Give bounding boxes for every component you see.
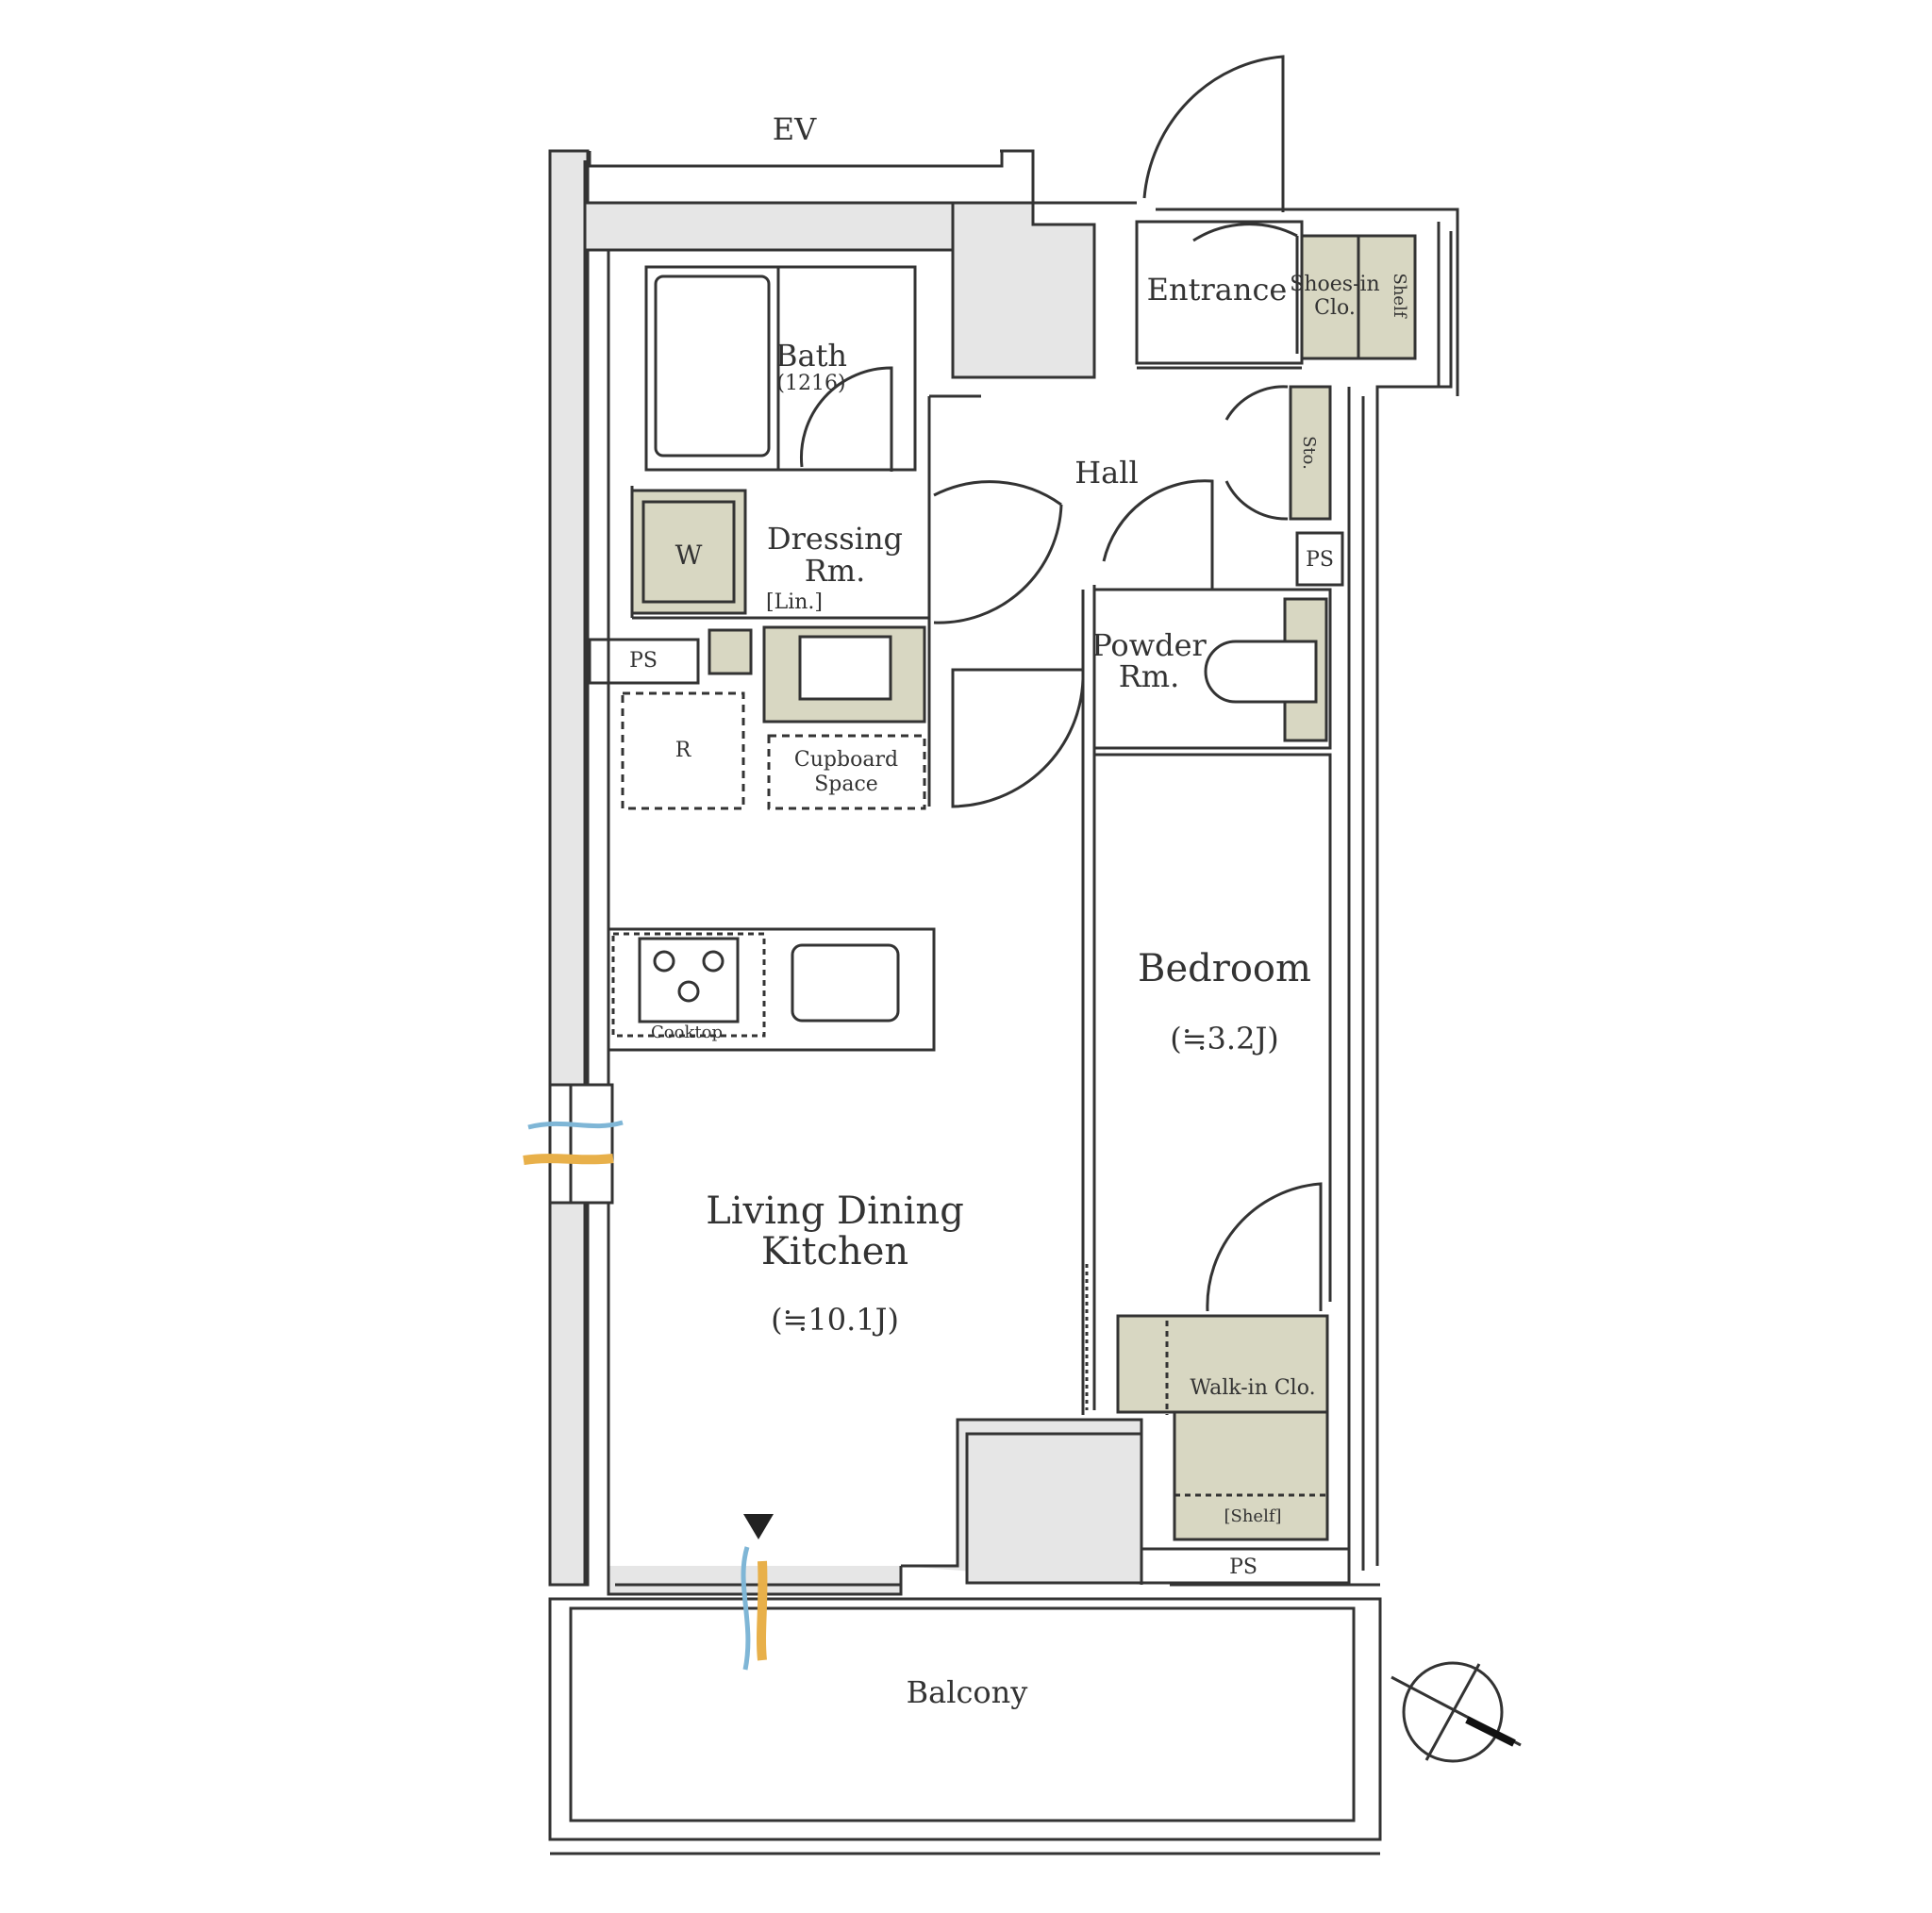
label-sto: Sto. bbox=[1299, 436, 1319, 470]
doors bbox=[615, 55, 1323, 1596]
label-shelf-bottom: [Shelf] bbox=[1224, 1506, 1281, 1526]
outer-wall-left bbox=[548, 149, 590, 1587]
label-dressing-1: Dressing bbox=[767, 521, 903, 557]
label-dressing-2: Rm. bbox=[805, 553, 866, 589]
door-shoes bbox=[1192, 223, 1299, 354]
label-cooktop: Cooktop bbox=[651, 1023, 723, 1042]
label-washer: W bbox=[675, 540, 703, 571]
label-shoes-in: Shoes-in bbox=[1290, 273, 1379, 296]
wall-ev-shaft bbox=[951, 201, 1096, 379]
walkin-shelf bbox=[1173, 1410, 1329, 1541]
label-ldk-1: Living Dining bbox=[706, 1189, 964, 1233]
airflow-warm-bottom bbox=[757, 1560, 768, 1661]
burner-1 bbox=[653, 950, 675, 973]
balcony-inner bbox=[569, 1606, 1356, 1822]
label-ev: EV bbox=[773, 111, 817, 147]
label-bedroom: Bedroom bbox=[1138, 947, 1311, 990]
right-wall-lines bbox=[1347, 222, 1459, 1571]
bathtub bbox=[654, 274, 771, 457]
kitchen-counter bbox=[607, 927, 936, 1052]
toilet bbox=[1204, 640, 1318, 704]
label-hall: Hall bbox=[1074, 455, 1138, 491]
label-bath: Bath bbox=[775, 338, 847, 374]
balcony-outline bbox=[548, 1597, 1382, 1841]
cooktop-area bbox=[611, 932, 766, 1038]
down-triangle-icon bbox=[743, 1514, 774, 1539]
label-ldk-2: Kitchen bbox=[761, 1230, 908, 1273]
linen-box bbox=[708, 628, 753, 675]
kitchen-sink bbox=[791, 943, 900, 1023]
label-bedroom-size: (≒3.2J) bbox=[1170, 1021, 1279, 1056]
label-walkin: Walk-in Clo. bbox=[1190, 1376, 1315, 1400]
label-linen: [Lin.] bbox=[766, 591, 823, 614]
walkin-closet bbox=[1116, 1314, 1329, 1414]
bedroom-partition bbox=[929, 394, 1096, 1415]
door-walkin bbox=[1206, 1182, 1323, 1312]
label-entrance: Entrance bbox=[1147, 272, 1288, 308]
label-ps-right: PS bbox=[1306, 548, 1334, 572]
door-bath bbox=[799, 366, 893, 472]
ev-bracket bbox=[588, 151, 1004, 168]
label-shoes-clo: Clo. bbox=[1314, 296, 1356, 320]
label-balcony: Balcony bbox=[907, 1674, 1028, 1710]
refrigerator-space bbox=[621, 691, 745, 810]
ps-left-box bbox=[588, 638, 700, 685]
label-ps-bottom: PS bbox=[1229, 1555, 1257, 1579]
walls bbox=[548, 149, 1459, 1855]
window-left bbox=[548, 1083, 614, 1205]
washer bbox=[641, 500, 736, 604]
washer-box bbox=[630, 489, 747, 615]
compass-needle bbox=[1465, 1716, 1516, 1747]
door-front bbox=[1142, 55, 1285, 212]
north-arrow-icon bbox=[1391, 1661, 1522, 1763]
label-powder-2: Rm. bbox=[1119, 658, 1180, 694]
door-hall-ldk bbox=[951, 668, 1085, 808]
compass-line-2 bbox=[1424, 1663, 1481, 1761]
door-sto bbox=[1224, 385, 1289, 521]
airflow-warm-left bbox=[523, 1154, 614, 1165]
ps-right-box bbox=[1295, 531, 1344, 587]
label-shelf-top: Shelf bbox=[1390, 274, 1409, 319]
wall-strip-top bbox=[583, 201, 955, 252]
door-powder bbox=[1102, 479, 1214, 590]
compass-ring bbox=[1402, 1661, 1504, 1763]
burner-2 bbox=[702, 950, 724, 973]
bath-room bbox=[644, 265, 917, 472]
airflow-cool-left bbox=[527, 1120, 624, 1130]
airflow-cool-bottom bbox=[741, 1546, 751, 1671]
label-ldk-size: (≒10.1J) bbox=[771, 1302, 899, 1338]
bedroom-walls bbox=[1094, 753, 1332, 1302]
door-dressing bbox=[933, 480, 1063, 624]
label-refrigerator: R bbox=[675, 739, 692, 762]
storage-sto bbox=[1289, 385, 1332, 521]
burner-3 bbox=[677, 980, 700, 1003]
label-cupboard-2: Space bbox=[814, 773, 878, 796]
bottom-shaft bbox=[965, 1432, 1143, 1585]
label-ps-left: PS bbox=[629, 649, 658, 673]
vanity-sink bbox=[798, 635, 892, 701]
airflow-bottom bbox=[741, 1546, 768, 1671]
airflow-left bbox=[523, 1120, 624, 1165]
label-bath-size: (1216) bbox=[776, 372, 845, 395]
label-cupboard-1: Cupboard bbox=[794, 748, 898, 772]
cooktop bbox=[638, 937, 740, 1023]
label-powder-1: Powder bbox=[1091, 627, 1207, 663]
cupboard-space bbox=[767, 734, 926, 810]
